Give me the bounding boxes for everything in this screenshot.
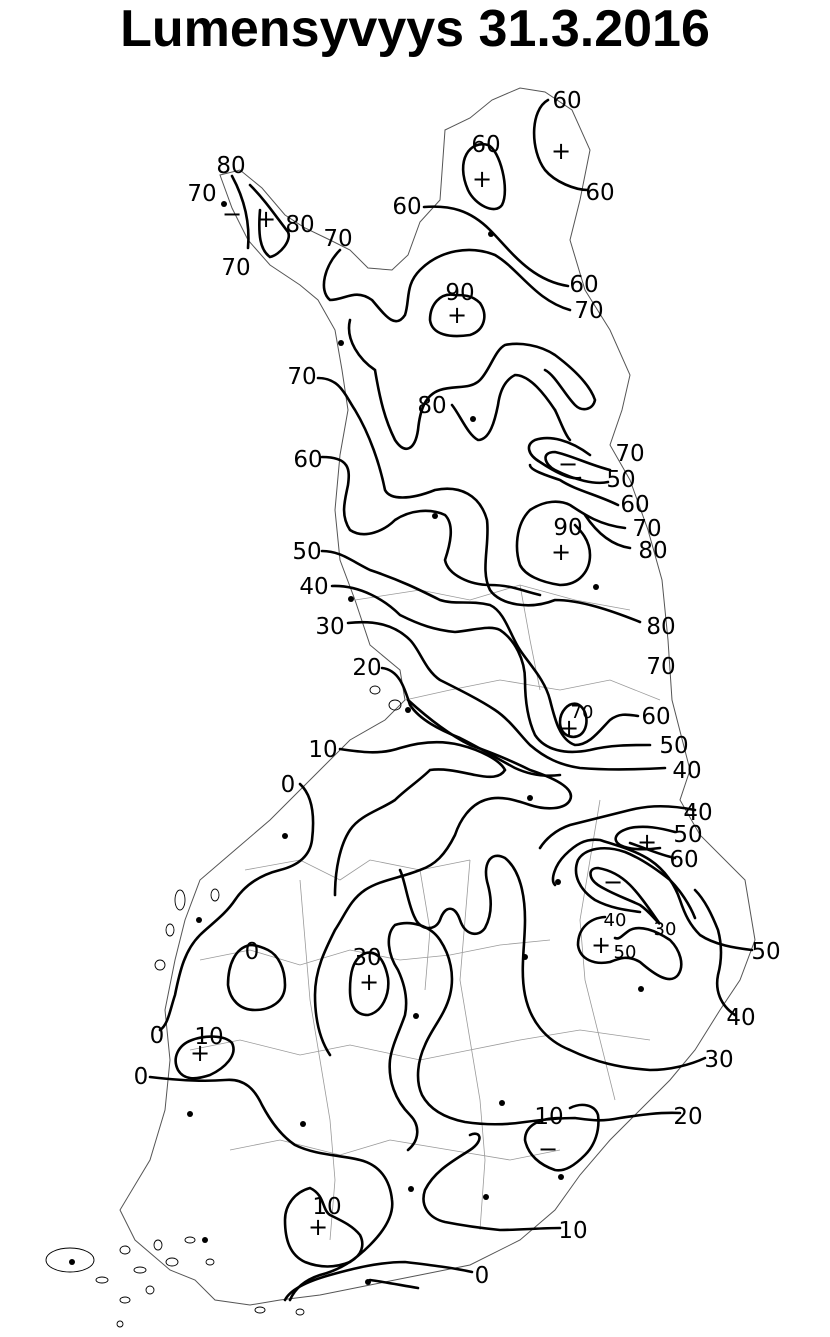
isoline-label: 0 xyxy=(245,939,260,965)
archipelago-islands xyxy=(45,685,402,1328)
isoline-label: 70 xyxy=(571,702,594,723)
max-marker: + xyxy=(591,931,611,959)
isoline-label: 60 xyxy=(669,847,698,873)
isoline-label: 90 xyxy=(553,515,582,541)
isoline-label: 80 xyxy=(417,393,446,419)
isoline-label: 40 xyxy=(683,800,712,826)
isoline-label: 80 xyxy=(646,614,675,640)
max-marker: + xyxy=(559,714,579,742)
region-boundaries xyxy=(189,584,661,1241)
min-marker: − xyxy=(558,450,578,478)
isoline-label: 50 xyxy=(751,939,780,965)
isoline-label: 40 xyxy=(672,758,701,784)
isoline-label: 50 xyxy=(659,733,688,759)
isoline-label: 60 xyxy=(392,194,421,220)
isoline-label: 50 xyxy=(614,942,637,963)
min-marker: − xyxy=(222,200,242,228)
isoline-label: 70 xyxy=(323,226,352,252)
isoline-label: 90 xyxy=(445,280,474,306)
isoline-label: 20 xyxy=(352,655,381,681)
isoline-label: 60 xyxy=(293,447,322,473)
max-marker: + xyxy=(551,538,571,566)
isoline-label: 50 xyxy=(292,539,321,565)
isoline-label: 70 xyxy=(646,654,675,680)
isoline-label: 70 xyxy=(187,181,216,207)
isoline-label: 0 xyxy=(475,1263,490,1289)
country-border xyxy=(119,87,756,1306)
isoline-label: 0 xyxy=(150,1023,165,1049)
isoline-label: 0 xyxy=(281,772,296,798)
isoline-label: 70 xyxy=(574,298,603,324)
extremum-markers: + + + − + − + + + − + + + − + xyxy=(190,137,657,1241)
isoline-label: 70 xyxy=(615,441,644,467)
isolines xyxy=(148,98,754,1302)
isoline-label: 10 xyxy=(312,1194,341,1220)
isoline-label: 10 xyxy=(194,1024,223,1050)
isoline-label: 30 xyxy=(654,919,677,940)
min-marker: − xyxy=(603,868,623,896)
isoline-label: 80 xyxy=(285,212,314,238)
isoline-label: 40 xyxy=(604,910,627,931)
max-marker: + xyxy=(190,1039,210,1067)
min-marker: − xyxy=(538,1135,558,1163)
isoline-label: 50 xyxy=(606,467,635,493)
isoline-label: 40 xyxy=(299,574,328,600)
isoline-label: 50 xyxy=(673,822,702,848)
max-marker: + xyxy=(359,968,379,996)
max-marker: + xyxy=(551,137,571,165)
isoline-label: 70 xyxy=(287,364,316,390)
isoline-label: 60 xyxy=(471,132,500,158)
isoline-label: 10 xyxy=(308,737,337,763)
isoline-label: 80 xyxy=(216,153,245,179)
max-marker: + xyxy=(308,1213,328,1241)
isoline-label: 40 xyxy=(726,1005,755,1031)
isoline-label: 10 xyxy=(534,1104,563,1130)
isoline-label: 0 xyxy=(134,1064,149,1090)
isoline-label: 30 xyxy=(315,614,344,640)
isoline-label: 60 xyxy=(585,180,614,206)
isoline-label: 70 xyxy=(221,255,250,281)
station-dots xyxy=(69,201,644,1285)
isoline-label: 10 xyxy=(558,1218,587,1244)
map-title: Lumensyvyys 31.3.2016 xyxy=(120,0,710,58)
max-marker: + xyxy=(637,828,657,856)
isoline-label: 60 xyxy=(620,492,649,518)
isoline-label: 30 xyxy=(704,1047,733,1073)
isoline-label: 60 xyxy=(569,272,598,298)
isoline-label: 20 xyxy=(673,1104,702,1130)
max-marker: + xyxy=(447,301,467,329)
max-marker: + xyxy=(472,165,492,193)
isoline-label: 80 xyxy=(638,538,667,564)
isoline-label: 70 xyxy=(632,516,661,542)
max-marker: + xyxy=(256,205,276,233)
isoline-label: 60 xyxy=(641,704,670,730)
isoline-label: 30 xyxy=(352,945,381,971)
isoline-label: 60 xyxy=(552,88,581,114)
isoline-labels: 60 60 60 80 70 80 70 60 70 60 70 90 70 8… xyxy=(134,88,781,1289)
